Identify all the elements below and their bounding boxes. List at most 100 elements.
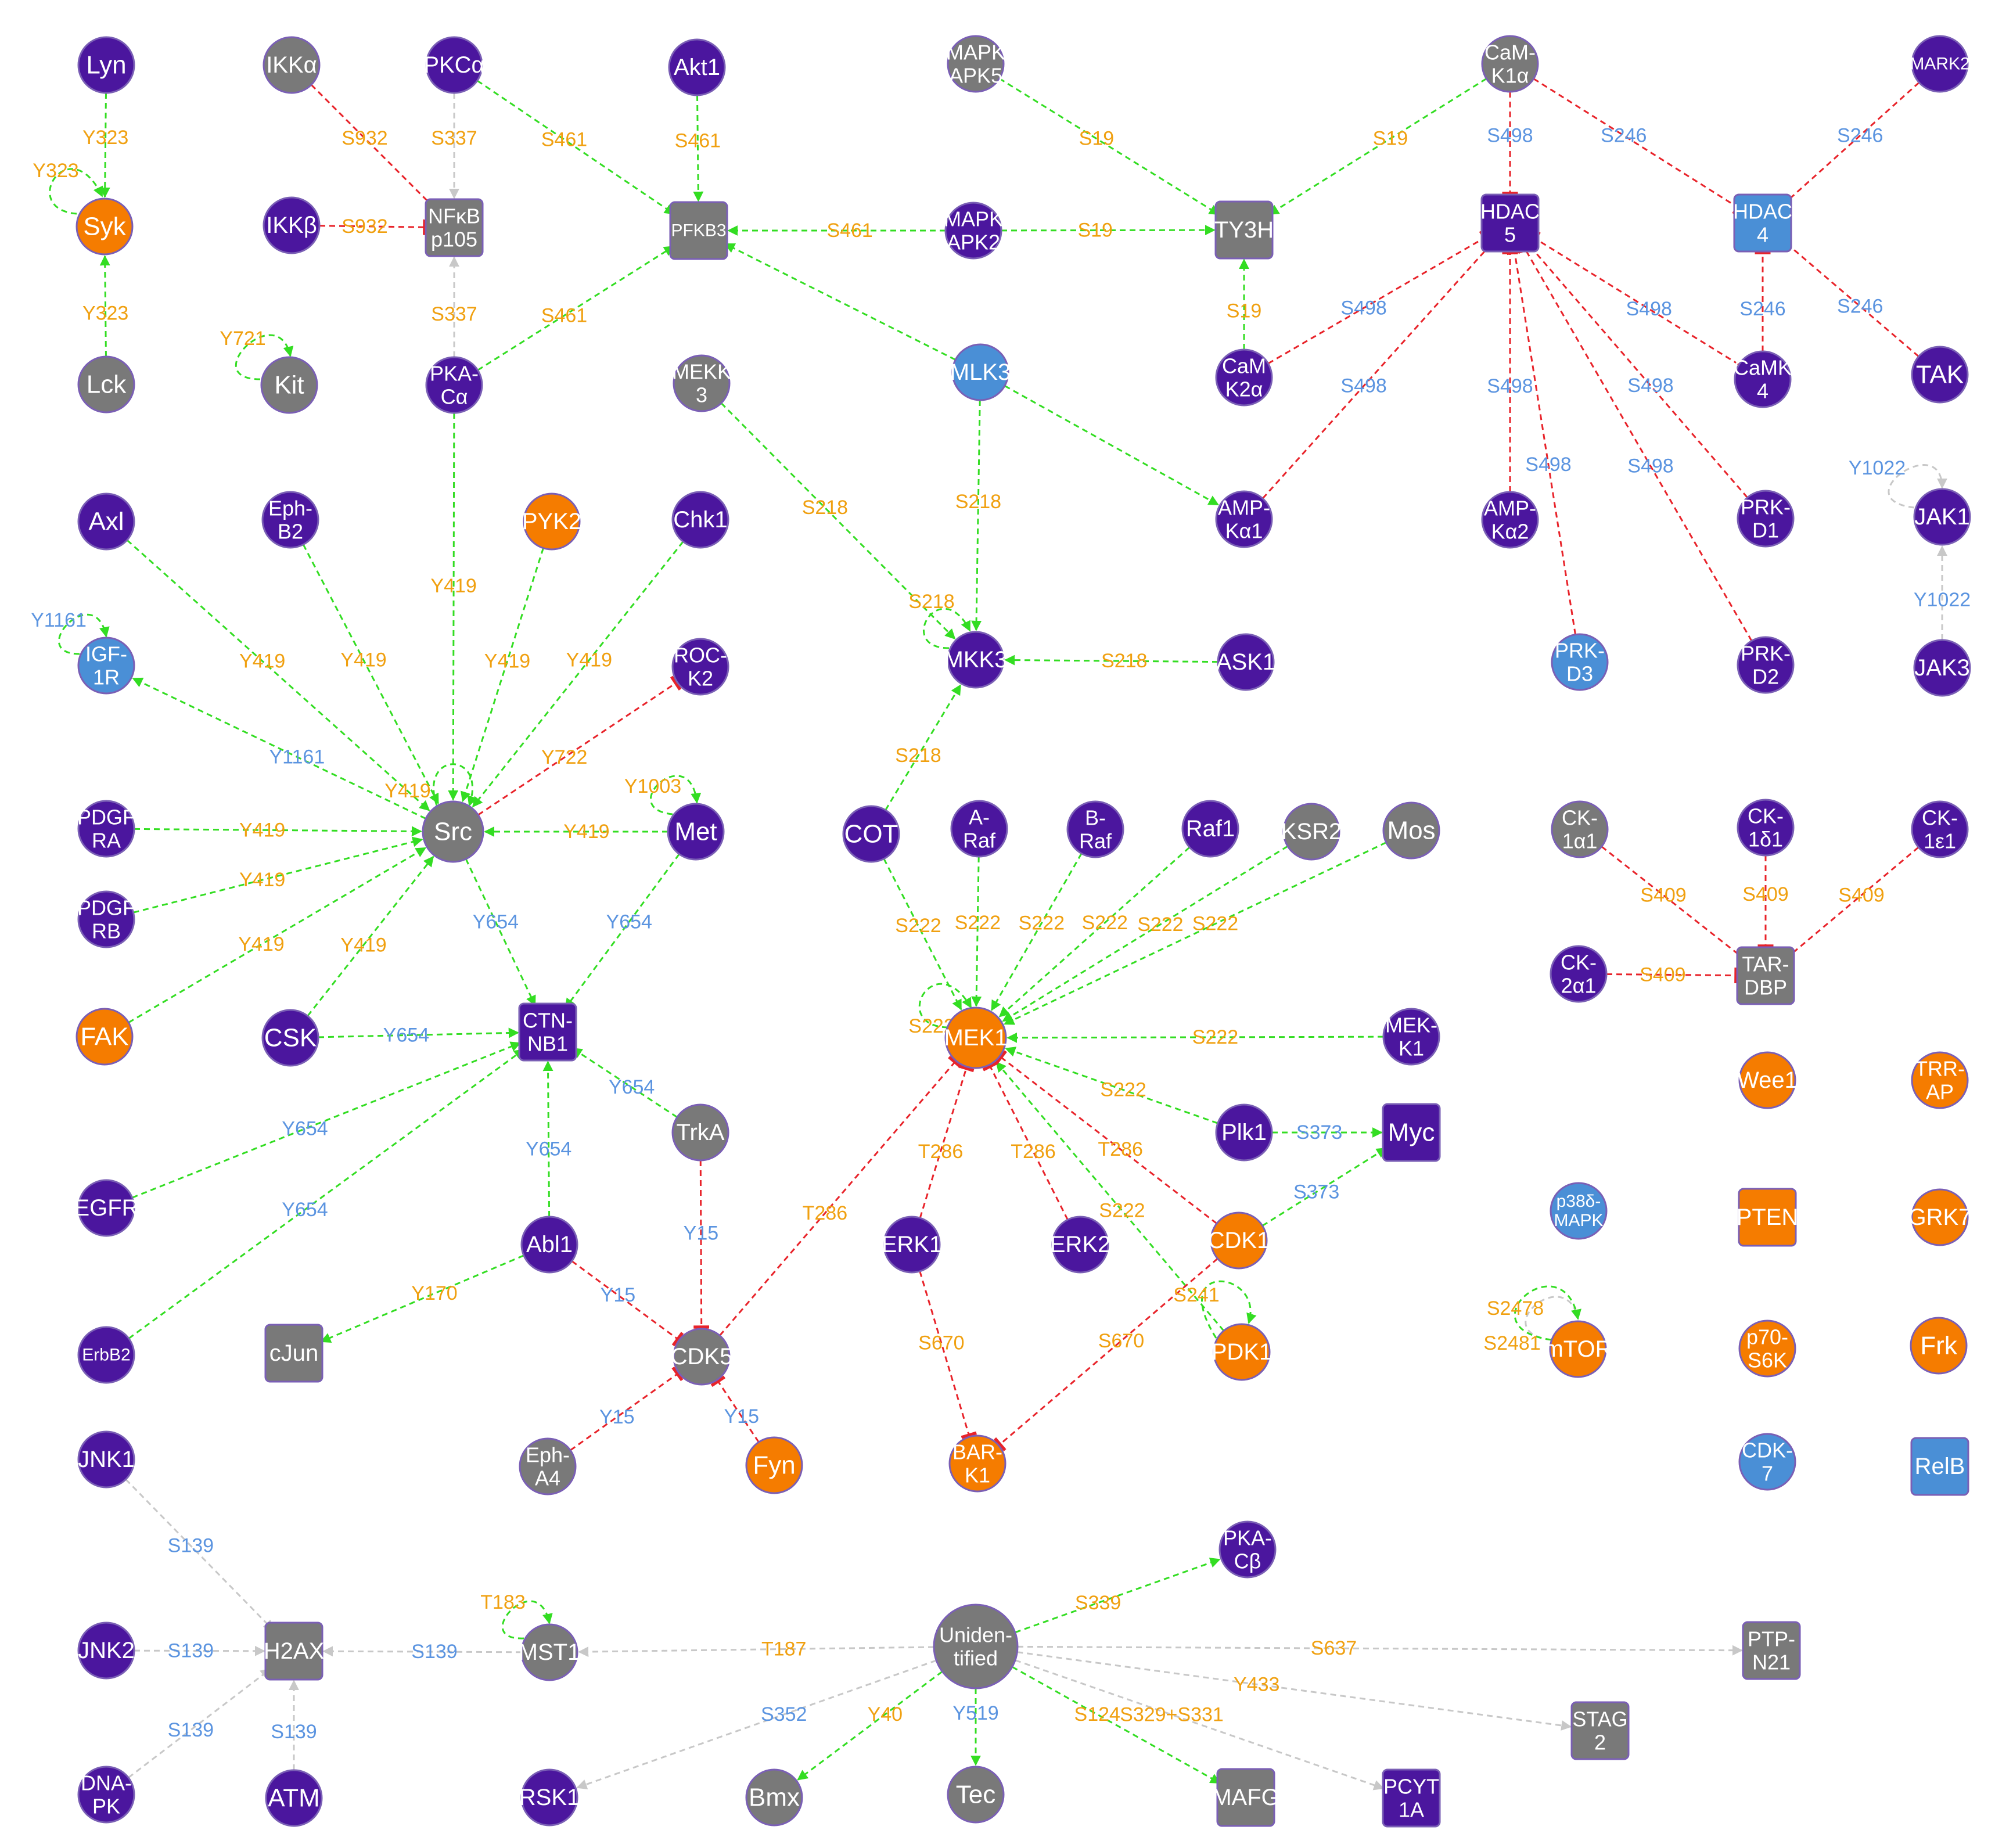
node-mtor[interactable]: mTOR <box>1544 1320 1612 1378</box>
node-tardbp[interactable]: TAR-DBP <box>1736 946 1795 1005</box>
node-pten[interactable]: PTEN <box>1737 1188 1799 1247</box>
node-jnk2[interactable]: JNK2 <box>77 1622 135 1680</box>
node-ampka2[interactable]: AMP-Kα2 <box>1481 491 1539 549</box>
node-ikka[interactable]: IKKα <box>263 36 321 94</box>
node-jnk1[interactable]: JNK1 <box>77 1430 135 1489</box>
node-unidentified[interactable]: Uniden-tified <box>933 1603 1019 1689</box>
edge-MEKK3-to-MKK3 <box>720 402 956 640</box>
node-lyn[interactable]: Lyn <box>77 36 135 94</box>
node-ctnnb1[interactable]: CTN-NB1 <box>518 1002 577 1062</box>
node-ck1e1[interactable]: CK-1ε1 <box>1911 800 1969 858</box>
node-cdk5[interactable]: CDK5 <box>671 1328 733 1386</box>
node-pkacb[interactable]: PKA-Cβ <box>1218 1520 1277 1579</box>
node-chk1[interactable]: Chk1 <box>671 491 729 549</box>
node-ksr2[interactable]: KSR2 <box>1281 803 1342 861</box>
node-dnapk[interactable]: DNA-PK <box>77 1766 135 1824</box>
node-ptpn21[interactable]: PTP-N21 <box>1742 1621 1801 1680</box>
node-pkaca[interactable]: PKA-Cα <box>425 356 483 414</box>
node-trka[interactable]: TrkA <box>671 1103 729 1162</box>
node-h2ax[interactable]: H2AX <box>264 1622 325 1681</box>
node-mark2[interactable]: MARK2 <box>1910 35 1970 93</box>
node-erbb2[interactable]: ErbB2 <box>77 1326 135 1384</box>
node-ampka1[interactable]: AMP-Kα1 <box>1215 490 1273 548</box>
node-raf1[interactable]: Raf1 <box>1181 800 1239 858</box>
node-prkd2[interactable]: PRK-D2 <box>1737 636 1795 694</box>
node-syk[interactable]: Syk <box>76 197 134 256</box>
node-rsk1[interactable]: RSK1 <box>519 1768 580 1827</box>
node-ck2a1[interactable]: CK-2α1 <box>1550 945 1608 1003</box>
node-mekk1[interactable]: MEK-K1 <box>1382 1008 1440 1066</box>
node-tec[interactable]: Tec <box>947 1766 1005 1824</box>
node-trrap[interactable]: TRR-AP <box>1911 1051 1969 1109</box>
node-ask1[interactable]: ASK1 <box>1216 633 1275 691</box>
node-ephb2[interactable]: Eph-B2 <box>261 491 319 549</box>
node-kit[interactable]: Kit <box>260 356 318 414</box>
node-met[interactable]: Met <box>667 803 725 861</box>
node-araf[interactable]: A-Raf <box>950 800 1008 858</box>
node-igf1r[interactable]: IGF-1R <box>77 637 135 695</box>
node-pdk1[interactable]: PDK1 <box>1212 1323 1273 1381</box>
node-prkd3[interactable]: PRK-D3 <box>1551 633 1609 691</box>
node-ck1d1[interactable]: CK-1δ1 <box>1737 799 1795 857</box>
node-mlk3[interactable]: MLK3 <box>950 343 1011 401</box>
node-cdk7[interactable]: CDK-7 <box>1738 1433 1796 1491</box>
node-grk7[interactable]: GRK7 <box>1908 1188 1972 1246</box>
node-pyk2[interactable]: PYK2 <box>522 492 581 551</box>
node-egfr[interactable]: EGFR <box>74 1179 139 1237</box>
node-mst1[interactable]: MST1 <box>519 1623 581 1681</box>
node-atm[interactable]: ATM <box>265 1769 323 1827</box>
node-bark1[interactable]: BAR-K1 <box>948 1434 1007 1493</box>
node-jak1[interactable]: JAK1 <box>1913 488 1971 546</box>
node-tak[interactable]: TAK <box>1911 346 1969 404</box>
node-plk1[interactable]: Plk1 <box>1215 1103 1273 1162</box>
node-p70s6k[interactable]: p70-S6K <box>1738 1320 1796 1378</box>
node-ty3h[interactable]: TY3H <box>1214 200 1274 260</box>
node-mkk3[interactable]: MKK3 <box>944 631 1008 689</box>
node-p38dmapk[interactable]: p38δ-MAPK <box>1550 1182 1608 1240</box>
node-prkd1[interactable]: PRK-D1 <box>1737 490 1795 548</box>
node-mos[interactable]: Mos <box>1382 801 1440 860</box>
node-bmx[interactable]: Bmx <box>745 1768 803 1827</box>
node-erk2[interactable]: ERK2 <box>1050 1216 1111 1274</box>
node-camk1a[interactable]: CaM-K1α <box>1481 35 1539 93</box>
node-myc[interactable]: Myc <box>1382 1103 1441 1162</box>
node-wee1[interactable]: Wee1 <box>1737 1051 1798 1109</box>
node-fak[interactable]: FAK <box>76 1008 134 1066</box>
node-ikkb[interactable]: IKKβ <box>263 196 321 254</box>
node-braf[interactable]: B-Raf <box>1066 800 1124 858</box>
node-fyn[interactable]: Fyn <box>745 1436 803 1494</box>
node-cdk1[interactable]: CDK1 <box>1208 1211 1270 1270</box>
node-mafg[interactable]: MAFG <box>1212 1768 1279 1827</box>
node-erk1[interactable]: ERK1 <box>882 1216 943 1274</box>
node-lck[interactable]: Lck <box>77 355 135 414</box>
node-cot[interactable]: COT <box>842 805 900 863</box>
node-epha4[interactable]: Eph-A4 <box>519 1437 577 1495</box>
node-axl[interactable]: Axl <box>77 492 135 551</box>
node-cjun[interactable]: cJun <box>264 1324 323 1383</box>
node-relb[interactable]: RelB <box>1910 1437 1969 1496</box>
node-src[interactable]: Src <box>422 800 484 863</box>
node-akt1[interactable]: Akt1 <box>668 38 726 96</box>
node-csk[interactable]: CSK <box>261 1009 319 1067</box>
node-pkca[interactable]: PKCα <box>423 36 485 94</box>
node-jak3[interactable]: JAK3 <box>1913 639 1971 697</box>
node-abl1[interactable]: Abl1 <box>520 1216 578 1274</box>
node-rock2[interactable]: ROC-K2 <box>671 638 729 696</box>
node-mek1[interactable]: MEK1 <box>944 1006 1008 1069</box>
node-pfkb3[interactable]: PFKB3 <box>669 201 728 260</box>
node-ck1a1[interactable]: CK-1α1 <box>1551 800 1609 858</box>
edge-label: T286 <box>1011 1141 1056 1163</box>
node-frk[interactable]: Frk <box>1910 1317 1968 1375</box>
